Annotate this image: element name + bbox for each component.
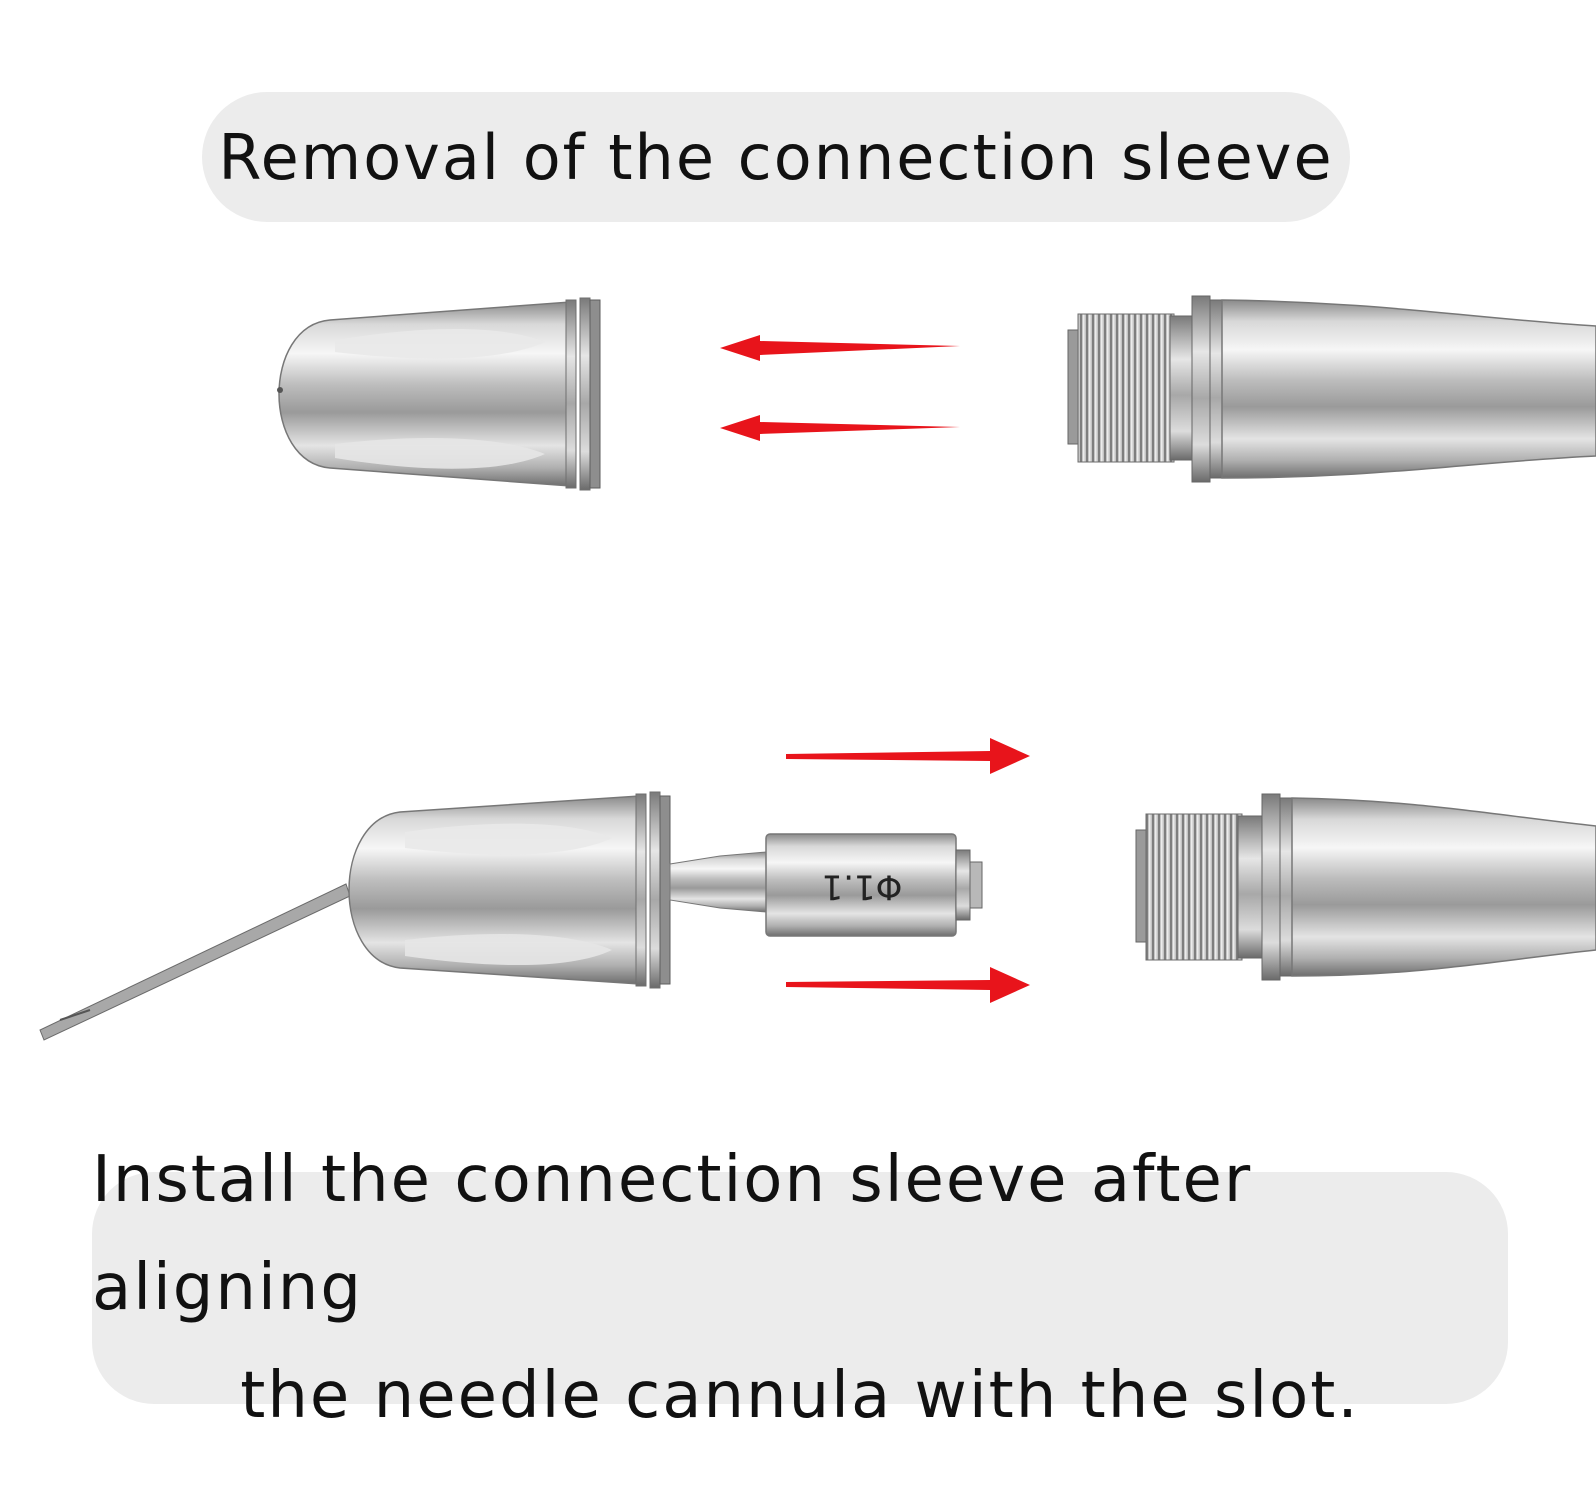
caption-removal-text: Removal of the connection sleeve — [218, 120, 1334, 194]
connection-sleeve-cap — [277, 297, 601, 491]
caption-install: Install the connection sleeve after alig… — [92, 1143, 1508, 1433]
connection-sleeve-cap-assembled — [348, 791, 671, 989]
caption-install-line1: Install the connection sleeve after alig… — [92, 1143, 1253, 1325]
arrow-right-icon — [786, 967, 1030, 1003]
arrow-right-icon — [786, 738, 1030, 774]
sleeve-marking: Φ1.1 — [822, 867, 903, 907]
handpiece-body — [1067, 295, 1596, 483]
arrow-left-icon — [720, 335, 960, 361]
arrow-left-icon — [720, 415, 960, 441]
handpiece-body-bottom — [1135, 793, 1596, 981]
caption-install-line2: the needle cannula with the slot. — [240, 1359, 1360, 1433]
needle-hub: Φ1.1 — [669, 833, 983, 937]
needle-cannula — [39, 883, 351, 1041]
caption-removal: Removal of the connection sleeve — [202, 92, 1350, 222]
